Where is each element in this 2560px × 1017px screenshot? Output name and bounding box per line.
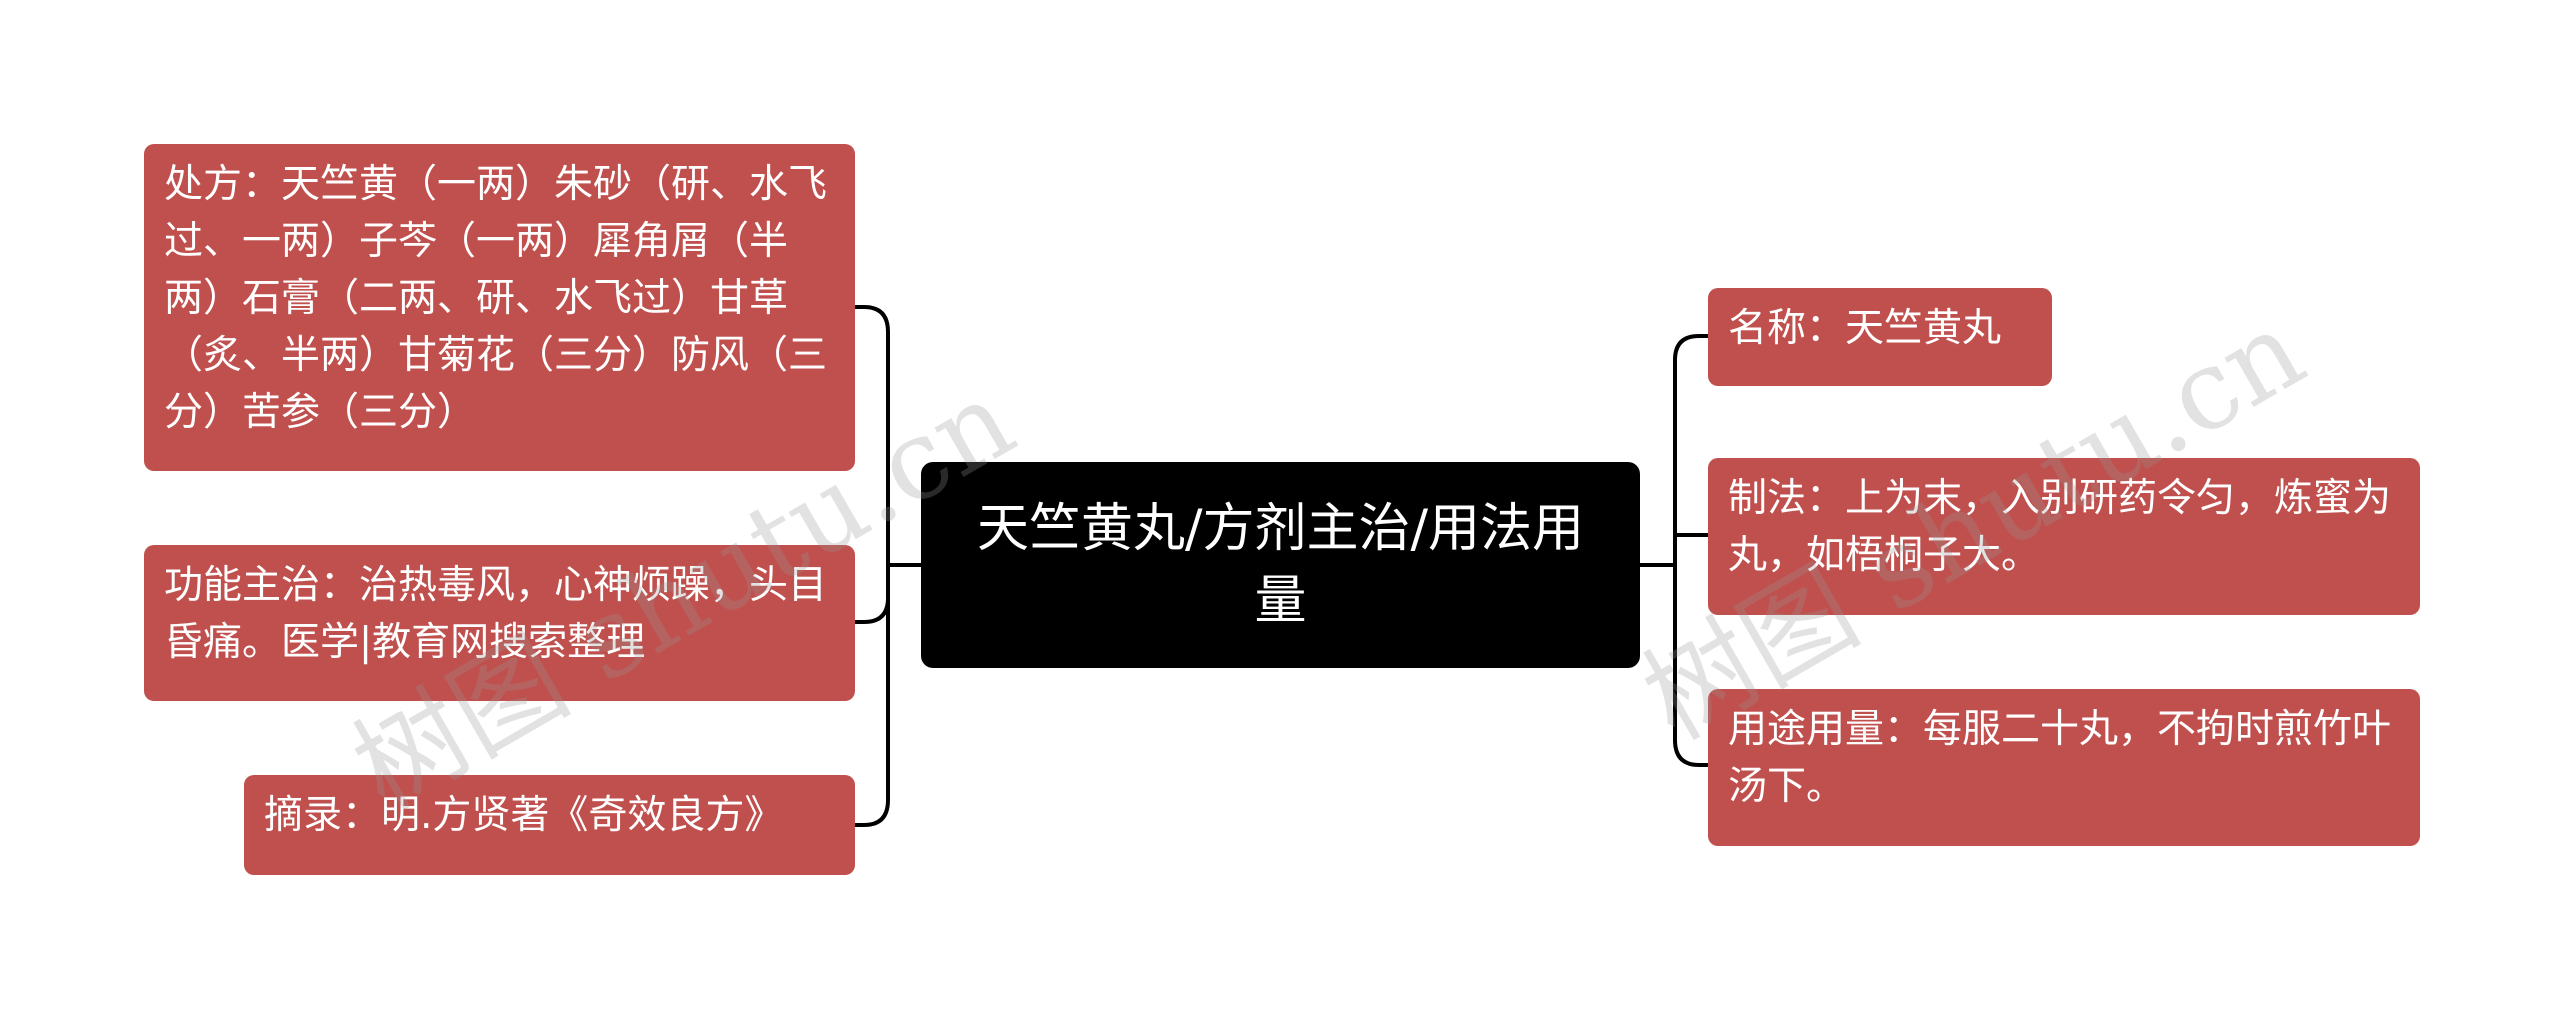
node-indications[interactable]: 功能主治：治热毒风，心神烦躁，头目昏痛。医学|教育网搜索整理 (144, 545, 855, 701)
connector-right-name (1673, 334, 1710, 362)
connector-left-prescription (853, 305, 890, 334)
root-topic[interactable]: 天竺黄丸/方剂主治/用法用量 (921, 462, 1640, 668)
node-source[interactable]: 摘录：明.方贤著《奇效良方》 (244, 775, 855, 875)
node-dosage[interactable]: 用途用量：每服二十丸，不拘时煎竹叶汤下。 (1708, 689, 2420, 846)
connector-left-indications (853, 596, 890, 624)
connector-right-dosage (1673, 738, 1710, 767)
connector-left-source (853, 798, 890, 827)
node-preparation[interactable]: 制法：上为末，入别研药令匀，炼蜜为丸，如梧桐子大。 (1708, 458, 2420, 615)
node-name[interactable]: 名称：天竺黄丸 (1708, 288, 2052, 386)
node-prescription[interactable]: 处方：天竺黄（一两）朱砂（研、水飞过、一两）子芩（一两）犀角屑（半两）石膏（二两… (144, 144, 855, 471)
